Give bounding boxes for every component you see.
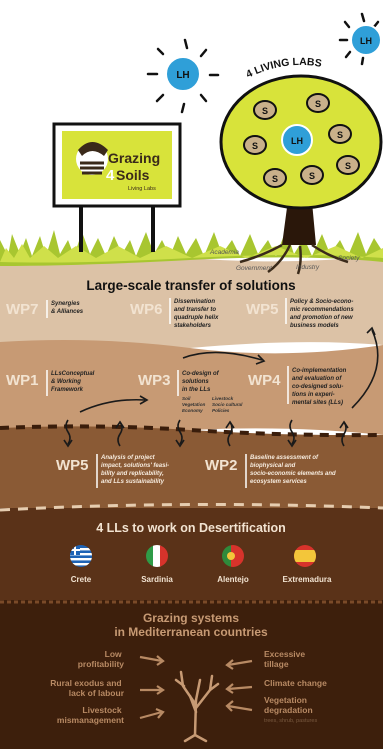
- wp5-transfer-label: WP5: [246, 301, 279, 318]
- svg-text:S: S: [252, 141, 258, 151]
- cause-arrows: [139, 655, 253, 720]
- wp3-text: Co-design of solutions in the LLs: [182, 371, 220, 393]
- lh-label: LH: [291, 136, 303, 146]
- sign-logo-icon: [76, 142, 108, 175]
- s-token-group: S S S S S S S: [243, 93, 360, 188]
- lh-label: LH: [360, 36, 372, 46]
- wp7-text: Synergies & Alliances: [51, 301, 84, 315]
- wp4-label: WP4: [248, 372, 281, 389]
- living-labs-title: 4 LLs to work on Desertification: [96, 521, 286, 535]
- cause-climate-change: Climate change: [264, 678, 327, 688]
- svg-text:S: S: [262, 106, 268, 116]
- s-token: S: [306, 93, 330, 113]
- cause-excessive-tillage: Excessive tillage: [264, 649, 308, 669]
- lh-badge-center: LH: [281, 124, 313, 156]
- sign-title: Grazing: [108, 150, 160, 166]
- wp5-assessment-label: WP5: [56, 457, 89, 474]
- wp4-text: Co-implementation and evaluation of co-d…: [292, 368, 348, 406]
- svg-text:S: S: [315, 99, 321, 109]
- site-sardinia: Sardinia: [141, 575, 173, 584]
- stakeholder-society: Society: [338, 255, 360, 262]
- s-token: S: [263, 168, 287, 188]
- wp7-label: WP7: [6, 301, 39, 318]
- cause-vegetation-degradation: Vegetation degradation: [264, 695, 313, 715]
- s-token: S: [328, 124, 352, 144]
- sign-subtitle: Living Labs: [128, 186, 156, 192]
- site-extremadura: Extremadura: [283, 575, 332, 584]
- cause-low-profitability: Low profitability: [78, 649, 125, 669]
- wp3-subtext: Soil Vegetation Economy Livestock Socio …: [182, 396, 244, 413]
- wp6-label: WP6: [130, 301, 163, 318]
- stakeholder-industry: Industry: [296, 264, 320, 271]
- dashed-separator: [0, 424, 383, 438]
- dashed-separator: [0, 502, 383, 512]
- svg-text:S: S: [272, 174, 278, 184]
- dead-tree-icon: [174, 670, 220, 743]
- wp2-text: Baseline assessment of biophysical and s…: [250, 455, 337, 485]
- wp5-assessment-text: Analysis of project impact, solutions' f…: [100, 455, 171, 485]
- soil-layer-assessment: [0, 426, 383, 515]
- soil-layer-codesign: [0, 340, 383, 435]
- soil-layer-living-labs: [0, 508, 383, 608]
- transfer-title: Large-scale transfer of solutions: [86, 278, 295, 293]
- flag-portugal-icon: [222, 545, 244, 567]
- grass-highlight: [0, 244, 383, 263]
- flag-italy-icon: [146, 545, 168, 567]
- cause-livestock-mismanagement: Livestock mismanagement: [57, 705, 124, 725]
- s-token: S: [336, 155, 360, 175]
- wp3-label: WP3: [138, 372, 171, 389]
- stakeholder-academia: Academia: [209, 249, 239, 256]
- lh-badge-right: LH: [338, 12, 382, 66]
- soil-layer-grazing: [0, 600, 383, 749]
- flag-greece-icon: [70, 545, 92, 567]
- wp5-transfer-text: Policy & Socio-econo- mic recommendation…: [290, 299, 355, 329]
- stakeholder-government: Government: [236, 265, 273, 272]
- sign-title-number: 4: [106, 167, 115, 184]
- tree-roots: [239, 243, 349, 275]
- grazing-title-line2: in Mediterranean countries: [114, 625, 268, 639]
- s-token: S: [300, 165, 324, 185]
- cause-rural-exodus: Rural exodus and lack of labour: [50, 678, 124, 698]
- svg-text:S: S: [345, 161, 351, 171]
- wp1-label: WP1: [6, 372, 39, 389]
- vegetation-note: trees, shrub, pastures: [264, 718, 317, 724]
- wp1-text: LLsConceptual & Working Framework: [51, 371, 96, 393]
- site-alentejo: Alentejo: [217, 575, 249, 584]
- wp2-label: WP2: [205, 457, 238, 474]
- soil-layer-transfer: [0, 254, 383, 352]
- lh-label: LH: [176, 70, 189, 81]
- svg-text:S: S: [337, 130, 343, 140]
- lh-badge-left: LH: [146, 38, 220, 114]
- s-token: S: [253, 100, 277, 120]
- s-token: S: [243, 135, 267, 155]
- wp6-text: Dissemination and transfer to quadruple …: [174, 299, 220, 329]
- grazing-title-line1: Grazing systems: [143, 611, 239, 625]
- squiggle-arrows: [63, 419, 349, 448]
- sign-post-right: [151, 200, 155, 252]
- site-crete: Crete: [71, 575, 92, 584]
- sign-post-left: [79, 200, 83, 252]
- flow-arrows: [79, 326, 379, 413]
- flag-spain-icon: [294, 545, 316, 567]
- svg-text:S: S: [309, 171, 315, 181]
- sign-title-soils: Soils: [116, 167, 150, 183]
